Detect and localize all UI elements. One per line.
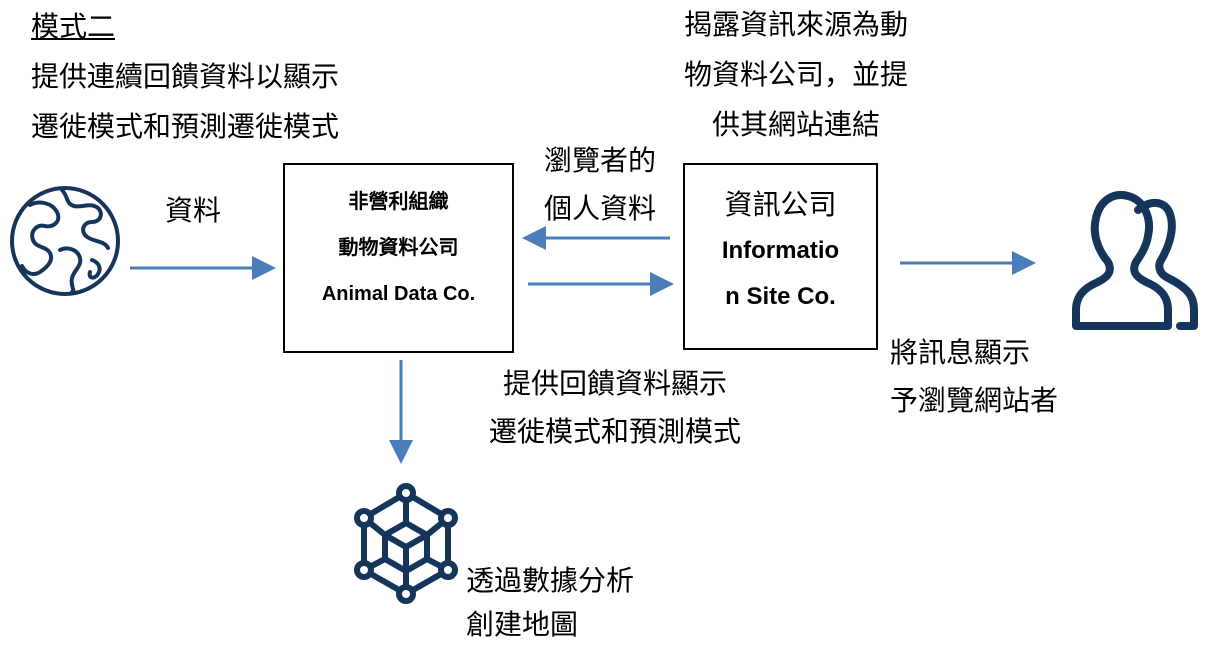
info-box-line-2: Informatio bbox=[721, 237, 840, 264]
browser-data-line-1: 瀏覽者的 bbox=[543, 144, 656, 177]
display-line-1: 將訊息顯示 bbox=[890, 336, 1031, 369]
people-icon bbox=[1072, 191, 1198, 330]
source-note-line-2: 物資料公司，並提 bbox=[683, 58, 908, 91]
analysis-line-1: 透過數據分析 bbox=[466, 564, 635, 597]
source-note-line-1: 揭露資訊來源為動 bbox=[683, 8, 908, 41]
animal-box-line-2: 動物資料公司 bbox=[338, 237, 459, 259]
analysis-line-2: 創建地圖 bbox=[466, 608, 579, 641]
source-disclosure-note: 揭露資訊來源為動 物資料公司，並提 供其網站連結 bbox=[656, 4, 936, 146]
information-site-co-box: 資訊公司 Informatio n Site Co. bbox=[683, 163, 878, 350]
display-to-browsers-label: 將訊息顯示 予瀏覽網站者 bbox=[890, 332, 1058, 422]
info-box-line-1: 資訊公司 bbox=[724, 188, 837, 221]
info-box-line-3: n Site Co. bbox=[725, 283, 836, 310]
globe-icon bbox=[10, 186, 120, 296]
mode-title: 模式二 bbox=[31, 10, 116, 43]
animal-data-co-box: 非營利組織 動物資料公司 Animal Data Co. bbox=[283, 163, 514, 353]
animal-box-line-3: Animal Data Co. bbox=[321, 283, 476, 305]
feedback-line-2: 遷徙模式和預測模式 bbox=[488, 415, 741, 448]
source-note-line-3: 供其網站連結 bbox=[711, 108, 880, 141]
browser-personal-data-label: 瀏覽者的 個人資料 bbox=[530, 140, 670, 230]
mode-description-line-1: 提供連續回饋資料以顯示 bbox=[31, 60, 340, 93]
data-label: 資料 bbox=[165, 194, 222, 227]
animal-box-line-1: 非營利組織 bbox=[348, 191, 449, 213]
mode-description-line-2: 遷徙模式和預測遷徙模式 bbox=[31, 110, 340, 143]
feedback-data-label: 提供回饋資料顯示 遷徙模式和預測模式 bbox=[455, 363, 775, 453]
data-analysis-label: 透過數據分析 創建地圖 bbox=[466, 560, 634, 646]
feedback-line-1: 提供回饋資料顯示 bbox=[502, 367, 727, 400]
display-line-2: 予瀏覽網站者 bbox=[890, 384, 1059, 417]
browser-data-line-2: 個人資料 bbox=[543, 192, 656, 225]
network-cube-icon bbox=[354, 483, 458, 604]
